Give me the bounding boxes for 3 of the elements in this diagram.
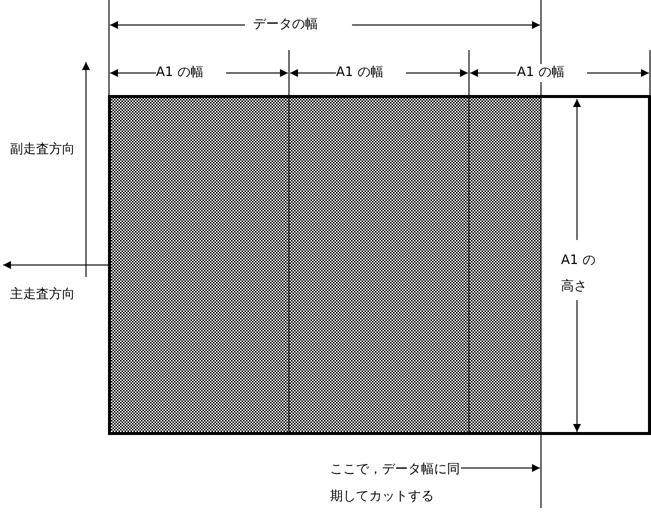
cut-line: [540, 0, 542, 508]
leader-line: [460, 464, 540, 472]
dimension-label: A1 の幅: [517, 64, 564, 82]
